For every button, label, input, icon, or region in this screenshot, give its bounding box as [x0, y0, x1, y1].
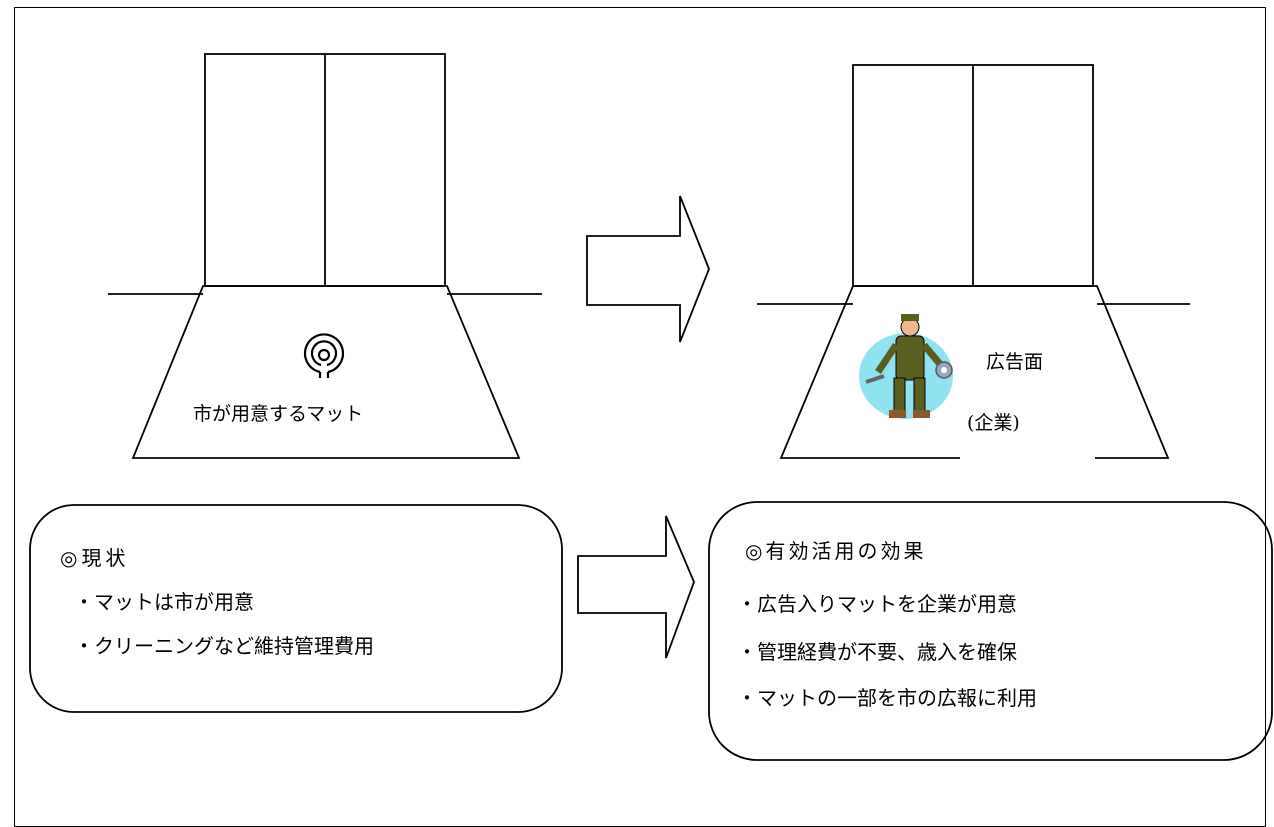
current-box-item: ・マットは市が用意: [74, 590, 254, 614]
left-mat: [131, 285, 521, 459]
current-box-title: ◎現状: [60, 546, 130, 570]
effect-box: [708, 501, 1273, 761]
current-box: [29, 504, 563, 713]
worker-illustration: [859, 314, 953, 419]
right-mat: [779, 285, 1170, 459]
right-door: [852, 64, 1094, 287]
left-mat-label: 市が用意するマット: [193, 403, 364, 425]
effect-box-item: ・管理経費が不要、歳入を確保: [737, 640, 1017, 664]
effect-box-item: ・マットの一部を市の広報に利用: [737, 686, 1037, 710]
top-arrow-icon: [586, 195, 710, 343]
effect-box-item: ・広告入りマットを企業が用意: [737, 592, 1017, 616]
ad-surface-label: 広告面: [986, 351, 1044, 373]
bottom-arrow-icon: [577, 515, 695, 659]
left-door: [204, 53, 446, 287]
current-box-item: ・クリーニングなど維持管理費用: [74, 634, 374, 658]
company-label: (企業): [967, 412, 1020, 434]
effect-box-title: ◎有効活用の効果: [745, 539, 927, 563]
city-emblem-icon: [303, 333, 345, 378]
